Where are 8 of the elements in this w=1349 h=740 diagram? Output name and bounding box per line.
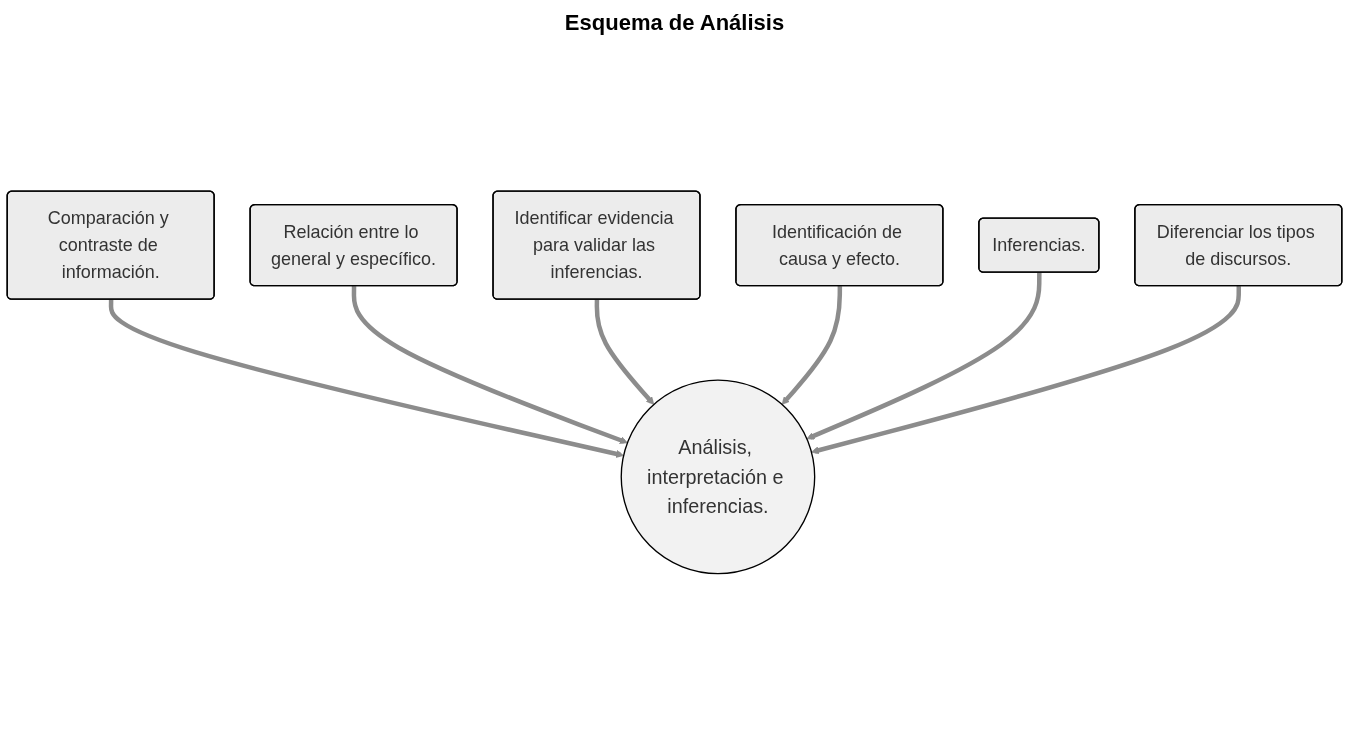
- arrow: [351, 285, 628, 444]
- arrow: [811, 285, 1242, 454]
- arrow: [806, 272, 1042, 440]
- arrow: [781, 285, 843, 405]
- arrow: [108, 299, 624, 458]
- diagram-title: Esquema de Análisis: [563, 10, 786, 36]
- arrow: [594, 299, 655, 405]
- node-circle: Análisis, interpretación e inferencias.: [620, 379, 816, 574]
